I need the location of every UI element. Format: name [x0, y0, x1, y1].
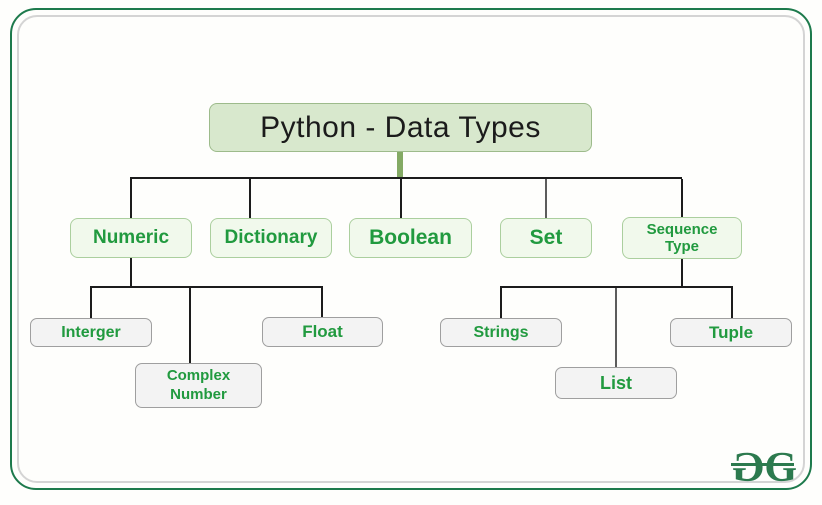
connector-sequence-down — [681, 259, 683, 287]
connector-drop-float — [321, 288, 323, 317]
node-float: Float — [262, 317, 383, 347]
connector-sequence-horizontal — [500, 286, 733, 288]
connector-drop-list — [615, 288, 617, 367]
connector-numeric-horizontal — [90, 286, 323, 288]
connector-drop-boolean — [400, 179, 402, 218]
connector-drop-tuple — [731, 288, 733, 318]
node-sequence-type: Sequence Type — [622, 217, 742, 259]
node-set: Set — [500, 218, 592, 258]
connector-drop-numeric — [130, 179, 132, 218]
geeksforgeeks-logo: GG — [730, 445, 797, 491]
node-strings: Strings — [440, 318, 562, 347]
logo-g: G — [764, 445, 797, 491]
node-boolean: Boolean — [349, 218, 472, 258]
node-tuple: Tuple — [670, 318, 792, 347]
connector-drop-interger — [90, 288, 92, 318]
connector-root-stub — [397, 152, 403, 178]
node-list: List — [555, 367, 677, 399]
connector-level1-horizontal — [130, 177, 682, 179]
node-dictionary: Dictionary — [210, 218, 332, 258]
connector-drop-complex-number — [189, 288, 191, 363]
logo-strike-bar — [730, 463, 794, 466]
connector-drop-sequence-type — [681, 179, 683, 217]
connector-drop-set — [545, 179, 547, 218]
node-numeric: Numeric — [70, 218, 192, 258]
node-complex-number: Complex Number — [135, 363, 262, 408]
logo-mirrored-g: G — [734, 445, 765, 491]
connector-drop-dictionary — [249, 179, 251, 218]
connector-numeric-down — [130, 258, 132, 287]
inner-gray-frame — [17, 15, 805, 483]
outer-green-frame — [10, 8, 812, 490]
connector-drop-strings — [500, 288, 502, 318]
node-interger: Interger — [30, 318, 152, 347]
node-python-data-types: Python - Data Types — [209, 103, 592, 152]
